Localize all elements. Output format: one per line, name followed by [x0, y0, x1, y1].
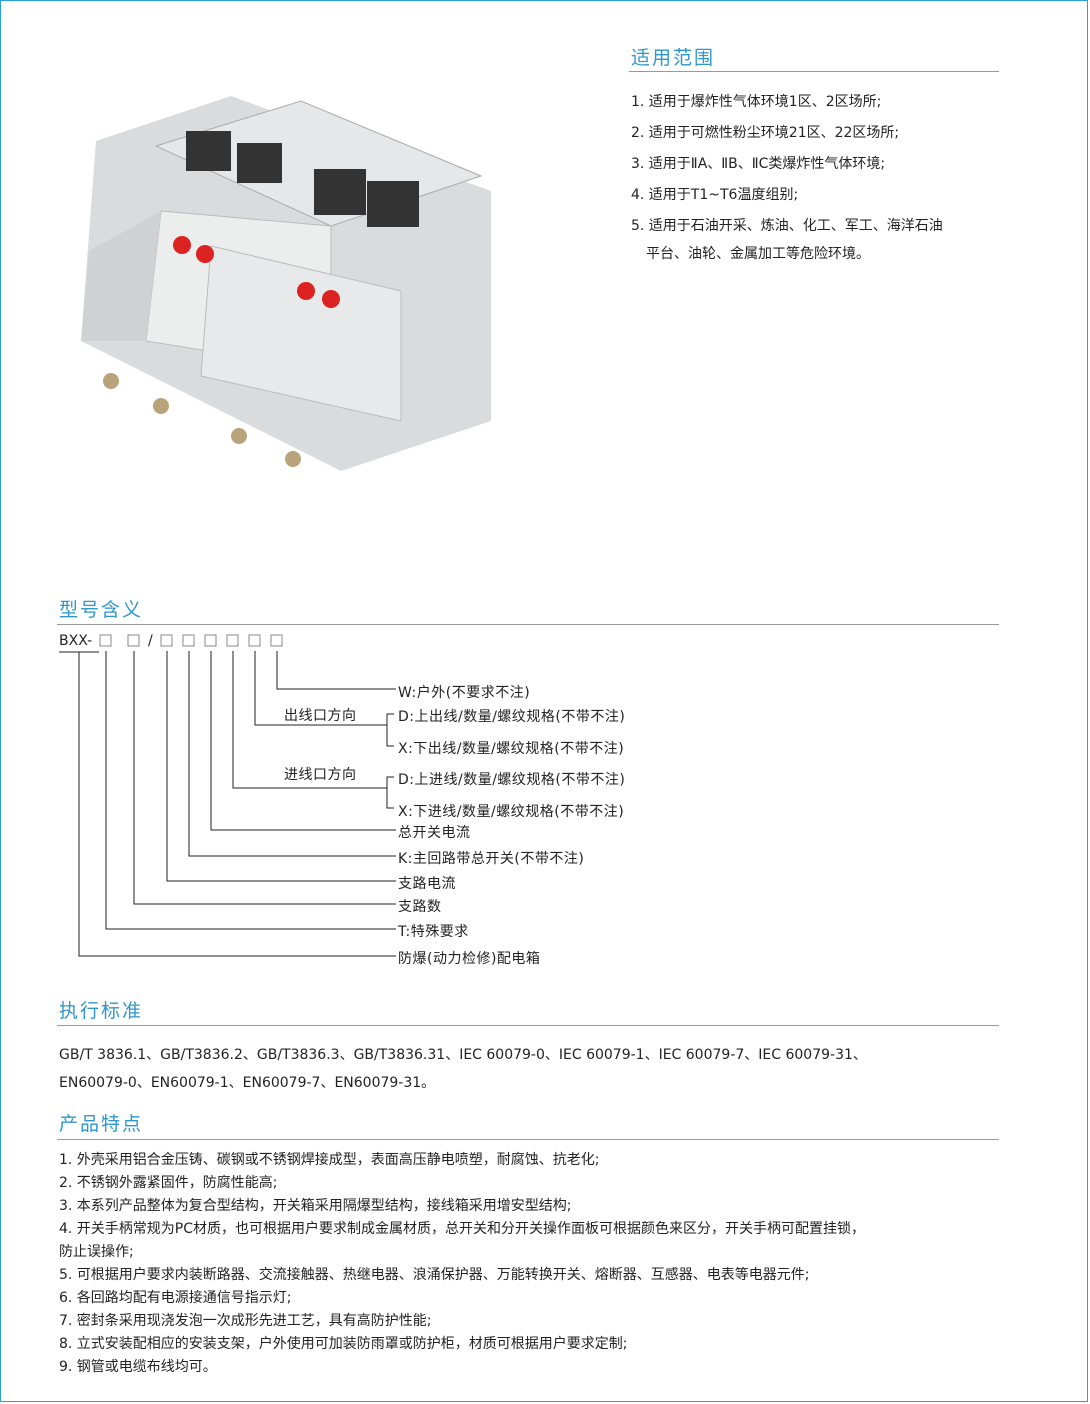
model-label: T:特殊要求	[398, 924, 469, 940]
scope-list: 1. 适用于爆炸性气体环境1区、2区场所; 2. 适用于可燃性粉尘环境21区、2…	[631, 87, 943, 266]
list-item: 防止误操作;	[59, 1244, 134, 1260]
list-item: 7. 密封条采用现浇发泡一次成形先进工艺，具有高防护性能;	[59, 1313, 432, 1329]
divider	[57, 1025, 999, 1026]
model-label: 总开关电流	[398, 825, 471, 841]
model-label: W:户外(不要求不注)	[398, 685, 531, 701]
list-item: 1. 外壳采用铝合金压铸、碳钢或不锈钢焊接成型，表面高压静电喷塑，耐腐蚀、抗老化…	[59, 1152, 600, 1168]
list-item: 5. 可根据用户要求内装断路器、交流接触器、热继电器、浪涌保护器、万能转换开关、…	[59, 1267, 810, 1283]
model-label: 防爆(动力检修)配电箱	[398, 951, 541, 967]
list-item: 8. 立式安装配相应的安装支架，户外使用可加装防雨罩或防护柜，材质可根据用户要求…	[59, 1336, 628, 1352]
in-direction-label: 进线口方向	[284, 767, 357, 783]
list-item: 平台、油轮、金属加工等危险环境。	[646, 246, 870, 262]
standards-list: GB/T 3836.1、GB/T3836.2、GB/T3836.3、GB/T38…	[59, 1041, 867, 1097]
list-item: 9. 钢管或电缆布线均可。	[59, 1359, 217, 1375]
product-photo	[81, 96, 491, 471]
model-diagram-lines	[59, 634, 396, 957]
model-code-slash: /	[148, 633, 154, 649]
list-item: 4. 开关手柄常规为PC材质，也可根据用户要求制成金属材质，总开关和分开关操作面…	[59, 1221, 866, 1237]
list-item: 2. 不锈钢外露紧固件，防腐性能高;	[59, 1175, 278, 1191]
model-code-prefix: BXX-	[59, 633, 93, 649]
list-item: 3. 本系列产品整体为复合型结构，开关箱采用隔爆型结构，接线箱采用增安型结构;	[59, 1198, 572, 1214]
divider	[57, 1139, 999, 1140]
divider	[57, 624, 999, 625]
list-item: 6. 各回路均配有电源接通信号指示灯;	[59, 1290, 292, 1306]
scope-title: 适用范围	[631, 47, 716, 69]
list-item: 3. 适用于ⅡA、ⅡB、ⅡC类爆炸性气体环境;	[631, 156, 886, 172]
model-label: X:下进线/数量/螺纹规格(不带不注)	[398, 804, 625, 820]
model-label: D:上出线/数量/螺纹规格(不带不注)	[398, 709, 626, 725]
list-item: 1. 适用于爆炸性气体环境1区、2区场所;	[631, 94, 882, 110]
model-title: 型号含义	[59, 599, 144, 621]
model-label: X:下出线/数量/螺纹规格(不带不注)	[398, 741, 625, 757]
switch-handles	[186, 131, 419, 227]
model-label: 支路电流	[398, 876, 456, 892]
model-label: K:主回路带总开关(不带不注)	[398, 851, 585, 867]
standards-title: 执行标准	[59, 1000, 144, 1022]
model-label: D:上进线/数量/螺纹规格(不带不注)	[398, 772, 626, 788]
list-item: 2. 适用于可燃性粉尘环境21区、22区场所;	[631, 125, 900, 141]
divider	[629, 71, 999, 72]
list-item: 5. 适用于石油开采、炼油、化工、军工、海洋石油	[631, 218, 943, 234]
list-item: 4. 适用于T1~T6温度组别;	[631, 187, 799, 203]
standards-line: GB/T 3836.1、GB/T3836.2、GB/T3836.3、GB/T38…	[59, 1047, 867, 1063]
standards-line: EN60079-0、EN60079-1、EN60079-7、EN60079-31…	[59, 1075, 436, 1091]
features-title: 产品特点	[59, 1113, 144, 1135]
features-list: 1. 外壳采用铝合金压铸、碳钢或不锈钢焊接成型，表面高压静电喷塑，耐腐蚀、抗老化…	[59, 1149, 865, 1379]
out-direction-label: 出线口方向	[284, 708, 357, 724]
model-label: 支路数	[398, 899, 442, 915]
